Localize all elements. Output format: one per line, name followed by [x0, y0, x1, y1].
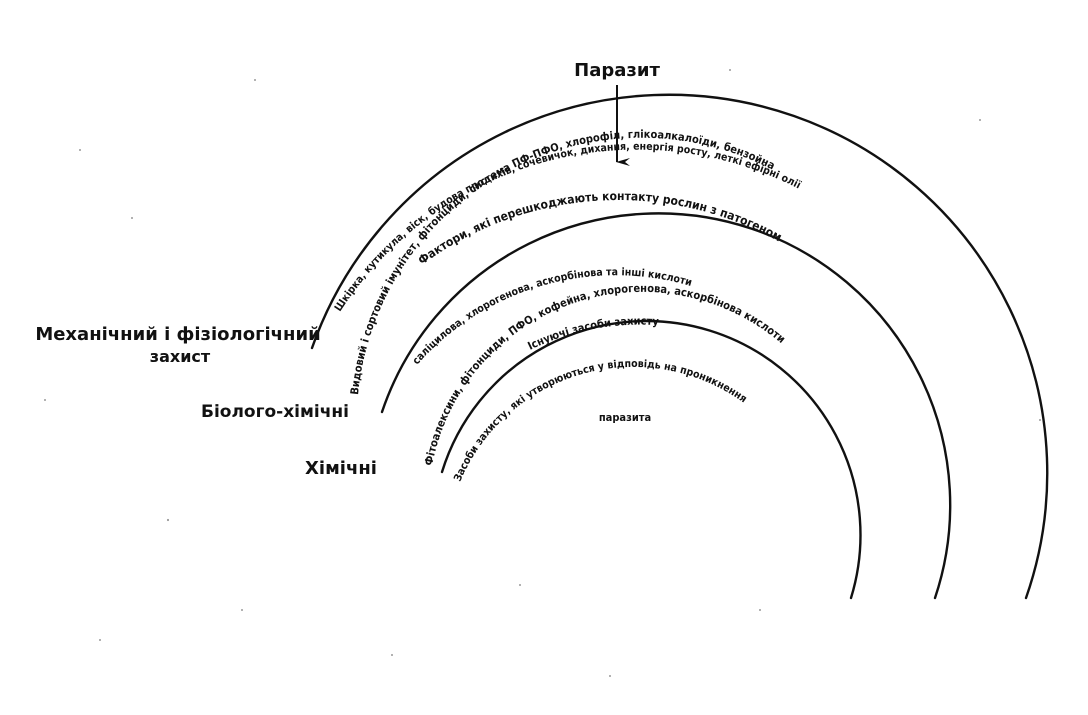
induced-protection-text-line2: паразита [599, 411, 651, 424]
chemical-defense-arc [440, 319, 862, 600]
chemical-defense-label: Хімічні [305, 458, 377, 479]
mechanical-defense-label: Механічний і фізіологічний [35, 324, 320, 345]
biochemical-defense-arc [380, 212, 952, 600]
scan-noise [44, 69, 1041, 677]
parasite-label: Паразит [574, 60, 660, 81]
contact-preventing-factors-text: Фактори, які перешкоджають контакту росл… [416, 189, 785, 267]
mechanical-defense-arc [310, 93, 1049, 600]
biochemical-defense-label: Біолого-хімічні [201, 402, 349, 422]
mechanical-defense-label-line2: захист [150, 347, 211, 366]
immunity-factors-text: Видовий і сортовий імунітет, фітонциди, … [348, 128, 777, 396]
